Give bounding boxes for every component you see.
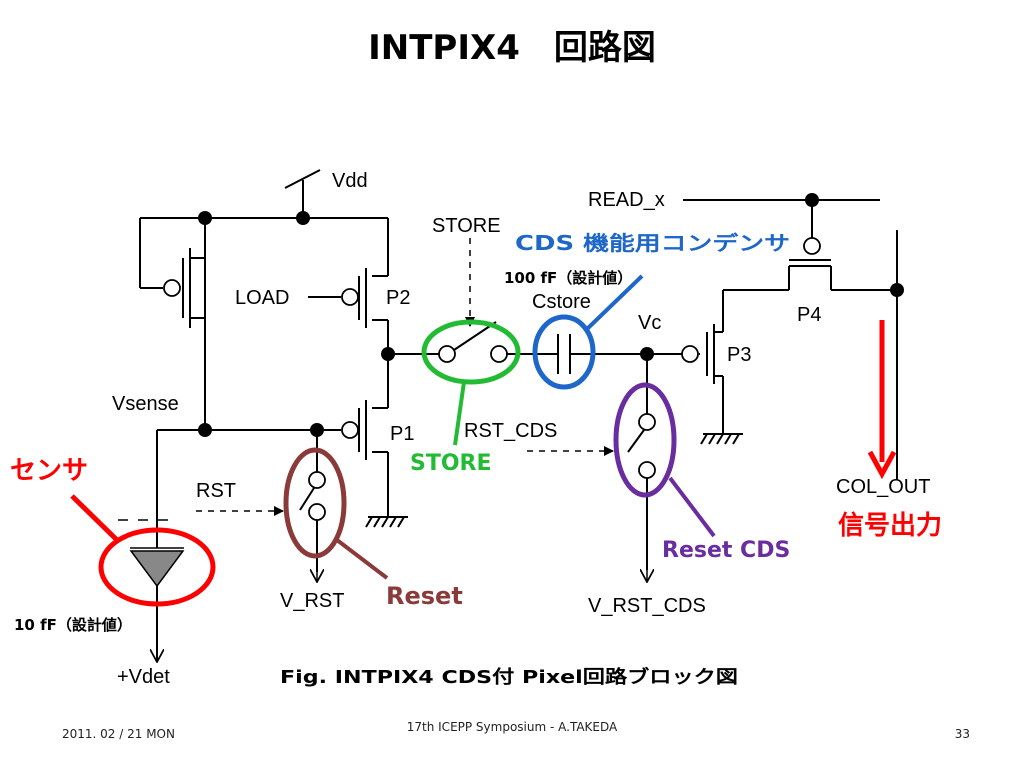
sensor-pointer — [70, 494, 119, 542]
annotation-sensor: センサ — [10, 456, 88, 486]
highlight-shapes — [70, 274, 897, 607]
label-load: LOAD — [235, 287, 289, 309]
annotation-texts: センサ 10 fF（設計値） CDS 機能用コンデンサ 100 fF（設計値） … — [10, 231, 942, 688]
slide-title: INTPIX4 回路図 — [368, 28, 656, 68]
wires — [139, 169, 898, 660]
label-read-x: READ_x — [588, 189, 665, 211]
junction-dots — [198, 193, 904, 437]
reset-cds-highlight — [613, 382, 677, 498]
label-vdet: +Vdet — [117, 666, 170, 688]
annotation-reset: Reset — [386, 582, 463, 610]
signal-out-arrow-head — [867, 450, 897, 480]
label-p4: P4 — [797, 304, 821, 326]
gate-bubbles — [163, 237, 821, 521]
label-p1: P1 — [390, 423, 414, 445]
label-vc: Vc — [638, 312, 661, 334]
figure-caption: Fig. INTPIX4 CDS付 Pixel回路ブロック図 — [280, 666, 738, 688]
circuit-labels: Vdd LOAD P2 P1 Vsense RST V_RST +Vdet ST… — [112, 170, 930, 688]
label-vdd: Vdd — [332, 170, 368, 192]
annotation-reset-cds: Reset CDS — [662, 538, 790, 563]
label-v-rst-cds: V_RST_CDS — [588, 595, 706, 617]
annotation-sensor-cap: 10 fF（設計値） — [14, 616, 132, 634]
label-store: STORE — [432, 215, 501, 237]
footer-date: 2011. 02 / 21 MON — [62, 727, 175, 741]
label-col-out: COL_OUT — [836, 476, 930, 498]
sensor-highlight — [98, 527, 216, 607]
store-highlight — [421, 319, 521, 385]
label-rst: RST — [196, 480, 236, 502]
control-arrows — [157, 238, 647, 662]
footer-conference: 17th ICEPP Symposium - A.TAKEDA — [406, 720, 618, 734]
label-v-rst: V_RST — [280, 590, 344, 612]
cstore-highlight — [532, 314, 596, 390]
label-p2: P2 — [386, 287, 410, 309]
footer-page-number: 33 — [954, 727, 970, 741]
sensor-diode — [118, 519, 185, 588]
label-p3: P3 — [727, 344, 751, 366]
annotation-signal-out: 信号出力 — [838, 511, 942, 541]
store-pointer — [453, 381, 466, 446]
label-cstore: Cstore — [532, 291, 591, 313]
cstore-pointer — [584, 274, 644, 332]
annotation-store: STORE — [410, 451, 492, 476]
label-rst-cds: RST_CDS — [464, 420, 557, 442]
reset-cds-pointer — [668, 476, 716, 538]
reset-pointer — [335, 538, 389, 580]
label-vsense: Vsense — [112, 393, 179, 415]
annotation-cds-cap-value: 100 fF（設計値） — [504, 269, 632, 287]
annotation-cds-cap-title: CDS 機能用コンデンサ — [515, 231, 790, 255]
reset-highlight — [283, 447, 347, 559]
